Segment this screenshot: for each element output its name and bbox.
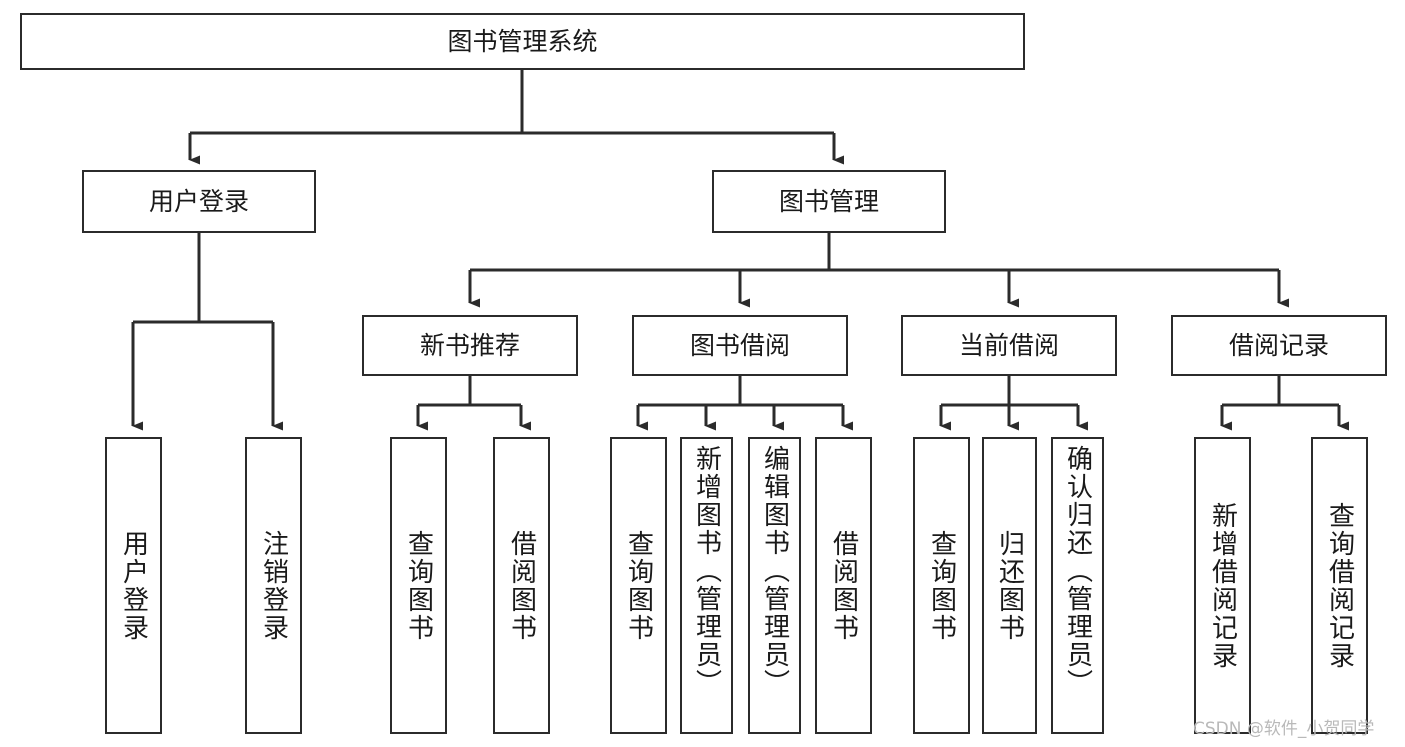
leaf-query-books-recommendation[interactable]: 查询图书: [390, 437, 447, 734]
node-label: 查询借阅记录: [1324, 501, 1355, 670]
leaf-add-borrow-record[interactable]: 新增借阅记录: [1194, 437, 1251, 734]
node-label: 图书管理系统: [447, 26, 598, 56]
node-label: 用户登录: [148, 186, 249, 216]
node-root-book-management-system[interactable]: 图书管理系统: [20, 13, 1025, 70]
node-label: 查询图书: [926, 529, 957, 642]
node-current-borrowing[interactable]: 当前借阅: [901, 315, 1117, 376]
node-label: 编辑图书（管理员）: [759, 445, 790, 697]
node-borrowing-records[interactable]: 借阅记录: [1171, 315, 1387, 376]
node-label: 借阅记录: [1228, 330, 1329, 360]
leaf-borrow-books-borrowing[interactable]: 借阅图书: [815, 437, 872, 734]
node-label: 新书推荐: [419, 330, 520, 360]
leaf-edit-book-admin[interactable]: 编辑图书（管理员）: [748, 437, 801, 734]
leaf-borrow-books-recommendation[interactable]: 借阅图书: [493, 437, 550, 734]
node-book-borrowing[interactable]: 图书借阅: [632, 315, 848, 376]
leaf-confirm-return-admin[interactable]: 确认归还（管理员）: [1051, 437, 1104, 734]
leaf-return-books[interactable]: 归还图书: [982, 437, 1037, 734]
node-label: 图书管理: [778, 186, 879, 216]
leaf-user-login[interactable]: 用户登录: [105, 437, 162, 734]
node-label: 新增借阅记录: [1207, 501, 1238, 670]
leaf-logout[interactable]: 注销登录: [245, 437, 302, 734]
leaf-query-books-borrowing[interactable]: 查询图书: [610, 437, 667, 734]
csdn-watermark: CSDN @软件_小贺同学: [1193, 719, 1375, 739]
node-book-management[interactable]: 图书管理: [712, 170, 946, 233]
node-label: 借阅图书: [828, 529, 859, 642]
node-label: 当前借阅: [958, 330, 1059, 360]
node-label: 新增图书（管理员）: [691, 445, 722, 697]
node-label: 归还图书: [994, 529, 1025, 642]
leaf-query-books-current[interactable]: 查询图书: [913, 437, 970, 734]
leaf-add-book-admin[interactable]: 新增图书（管理员）: [680, 437, 733, 734]
node-label: 用户登录: [118, 529, 149, 642]
node-label: 查询图书: [403, 529, 434, 642]
node-label: 借阅图书: [506, 529, 537, 642]
node-label: 图书借阅: [689, 330, 790, 360]
node-new-book-recommendation[interactable]: 新书推荐: [362, 315, 578, 376]
node-label: 查询图书: [623, 529, 654, 642]
node-user-login[interactable]: 用户登录: [82, 170, 316, 233]
node-label: 确认归还（管理员）: [1062, 445, 1093, 697]
node-label: 注销登录: [258, 529, 289, 642]
leaf-query-borrow-record[interactable]: 查询借阅记录: [1311, 437, 1368, 734]
